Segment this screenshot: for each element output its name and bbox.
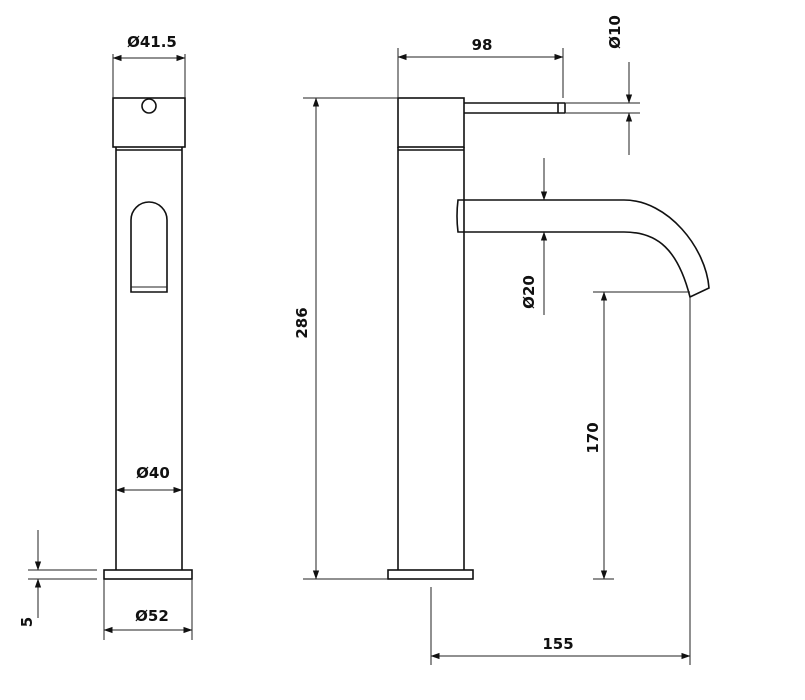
label-spout-height: 170 (584, 422, 602, 453)
label-spout-reach: 155 (542, 635, 573, 653)
label-base-diameter: Ø52 (135, 607, 169, 625)
side-base (387, 569, 474, 580)
side-body (397, 147, 465, 570)
front-body (115, 147, 183, 570)
side-lever (464, 102, 566, 114)
label-lever-length: 98 (472, 36, 493, 54)
handle-screw-icon (141, 98, 157, 114)
label-lever-diameter: Ø10 (606, 15, 624, 49)
label-handle-diameter: Ø41.5 (127, 33, 177, 51)
front-view: Ø41.5 Ø40 Ø52 5 (18, 33, 193, 640)
front-handle-cap (112, 97, 186, 148)
label-spout-diameter: Ø20 (520, 275, 538, 309)
label-body-diameter: Ø40 (136, 464, 170, 482)
front-base (103, 569, 193, 580)
side-handle-cap (397, 97, 465, 148)
side-spout (456, 199, 710, 299)
front-aerator-slot (130, 201, 168, 293)
side-view: 98 Ø10 286 Ø20 170 155 (293, 15, 710, 665)
label-base-height: 5 (18, 617, 36, 627)
label-total-height: 286 (293, 307, 311, 338)
